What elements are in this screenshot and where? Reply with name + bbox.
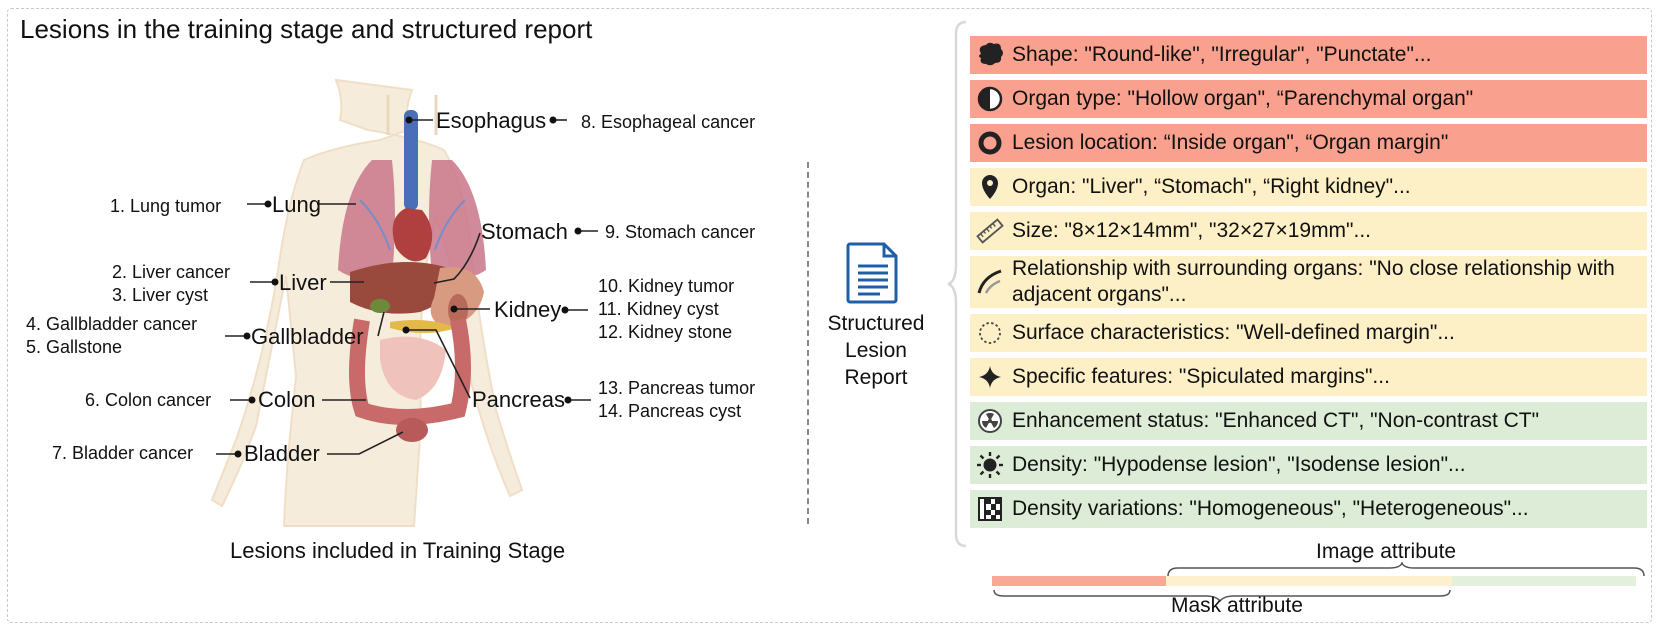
image-attribute-label: Image attribute (1316, 540, 1457, 563)
organ-label-colon: Colon (258, 387, 316, 412)
attribute-text: Density variations: "Homogeneous", "Hete… (1012, 497, 1529, 520)
lungs (338, 160, 486, 279)
gallbladder-shape (370, 299, 390, 313)
attribute-row: Density: "Hypodense lesion", "Isodense l… (970, 446, 1647, 484)
sun-icon (970, 451, 1010, 479)
bladder-shape (396, 418, 428, 442)
esophagus-shape (404, 110, 418, 210)
ruler-icon (970, 218, 1010, 244)
shared-legend-bar (1166, 576, 1452, 586)
lesion-label: 11. Kidney cyst (598, 299, 719, 319)
kidney-shape (448, 294, 468, 326)
organ-label-esophagus: Esophagus (436, 108, 547, 133)
connector-dots (234, 116, 582, 458)
dotted-circle-icon (970, 320, 1010, 346)
attribute-row: Shape: "Round-like", "Irregular", "Punct… (970, 36, 1647, 74)
lesion-label: 12. Kidney stone (598, 322, 733, 342)
attribute-text: Specific features: "Spiculated margins".… (1012, 365, 1390, 388)
left-caption: Lesions included in Training Stage (230, 538, 566, 563)
image-legend-bar (1452, 576, 1636, 586)
lesion-label: 1. Lung tumor (110, 196, 222, 216)
attribute-row: Density variations: "Homogeneous", "Hete… (970, 490, 1647, 528)
lesion-label: 5. Gallstone (26, 337, 123, 357)
colon-shape (349, 318, 471, 425)
attribute-text: Size: "8×12×14mm", "32×27×19mm"... (1012, 219, 1372, 242)
lesion-label: 4. Gallbladder cancer (26, 314, 198, 334)
attribute-text: Relationship with surrounding organs: "N… (1012, 257, 1615, 306)
report-label: Structured Lesion Report (812, 310, 940, 391)
organ-label-pancreas: Pancreas (472, 387, 565, 412)
attribute-row: Organ type: "Hollow organ", “Parenchymal… (970, 80, 1647, 118)
checker-icon (970, 496, 1010, 522)
divider (807, 162, 809, 524)
connector-lines (216, 119, 598, 455)
report-label-line: Report (844, 366, 908, 389)
organ-label-lung: Lung (272, 192, 321, 217)
intestine-shape (380, 336, 446, 400)
report-label-line: Structured (827, 312, 925, 335)
image-attribute-brace (1167, 562, 1645, 577)
lesion-label: 14. Pancreas cyst (598, 401, 742, 421)
lesion-label: 10. Kidney tumor (598, 276, 735, 296)
lesion-label: 2. Liver cancer (112, 262, 231, 282)
attribute-row: Specific features: "Spiculated margins".… (970, 358, 1647, 396)
attribute-row: Organ: "Liver", “Stomach", “Right kidney… (970, 168, 1647, 206)
report-label-line: Lesion (845, 339, 907, 362)
ring-icon (970, 130, 1010, 156)
mask-attribute-label: Mask attribute (1171, 594, 1303, 617)
attribute-row: Size: "8×12×14mm", "32×27×19mm"... (970, 212, 1647, 250)
attribute-text: Lesion location: “Inside organ", “Organ … (1012, 131, 1449, 154)
curve-icon (970, 267, 1010, 297)
organ-label-liver: Liver (279, 270, 327, 295)
radiation-icon (970, 408, 1010, 434)
attribute-row: Relationship with surrounding organs: "N… (970, 256, 1647, 308)
map-pin-icon (970, 174, 1010, 200)
organ-label-kidney: Kidney (494, 297, 562, 322)
mask-legend-bar (992, 576, 1166, 586)
half-circle-icon (970, 86, 1010, 112)
blob-shape-icon (970, 42, 1010, 68)
attribute-row: Surface characteristics: "Well-defined m… (970, 314, 1647, 352)
lesion-label: 8. Esophageal cancer (581, 112, 756, 132)
attribute-list: Shape: "Round-like", "Irregular", "Punct… (970, 36, 1647, 534)
document-icon (846, 242, 898, 304)
lesion-label: 9. Stomach cancer (605, 222, 756, 242)
figure-title: Lesions in the training stage and struct… (20, 14, 593, 44)
attribute-text: Surface characteristics: "Well-defined m… (1012, 321, 1455, 344)
attribute-text: Organ type: "Hollow organ", “Parenchymal… (1012, 87, 1474, 110)
mask-attribute-brace (993, 589, 1451, 602)
attribute-text: Organ: "Liver", “Stomach", “Right kidney… (1012, 175, 1411, 198)
attribute-text: Density: "Hypodense lesion", "Isodense l… (1012, 453, 1466, 476)
organ-label-stomach: Stomach (481, 219, 568, 244)
heart-shape (392, 208, 433, 262)
sparkle-icon (970, 365, 1010, 389)
attribute-text: Shape: "Round-like", "Irregular", "Punct… (1012, 43, 1432, 66)
lesion-label: 7. Bladder cancer (52, 443, 194, 463)
attribute-row: Enhancement status: "Enhanced CT", "Non-… (970, 402, 1647, 440)
figure-frame (7, 8, 1652, 623)
lesion-label: 6. Colon cancer (85, 390, 212, 410)
organ-label-gallbladder: Gallbladder (251, 324, 364, 349)
lesion-label: 13. Pancreas tumor (598, 378, 756, 398)
lesion-label: 3. Liver cyst (112, 285, 209, 305)
attribute-row: Lesion location: “Inside organ", “Organ … (970, 124, 1647, 162)
brace-icon (947, 20, 967, 548)
organ-label-bladder: Bladder (244, 441, 320, 466)
attribute-text: Enhancement status: "Enhanced CT", "Non-… (1012, 409, 1540, 432)
